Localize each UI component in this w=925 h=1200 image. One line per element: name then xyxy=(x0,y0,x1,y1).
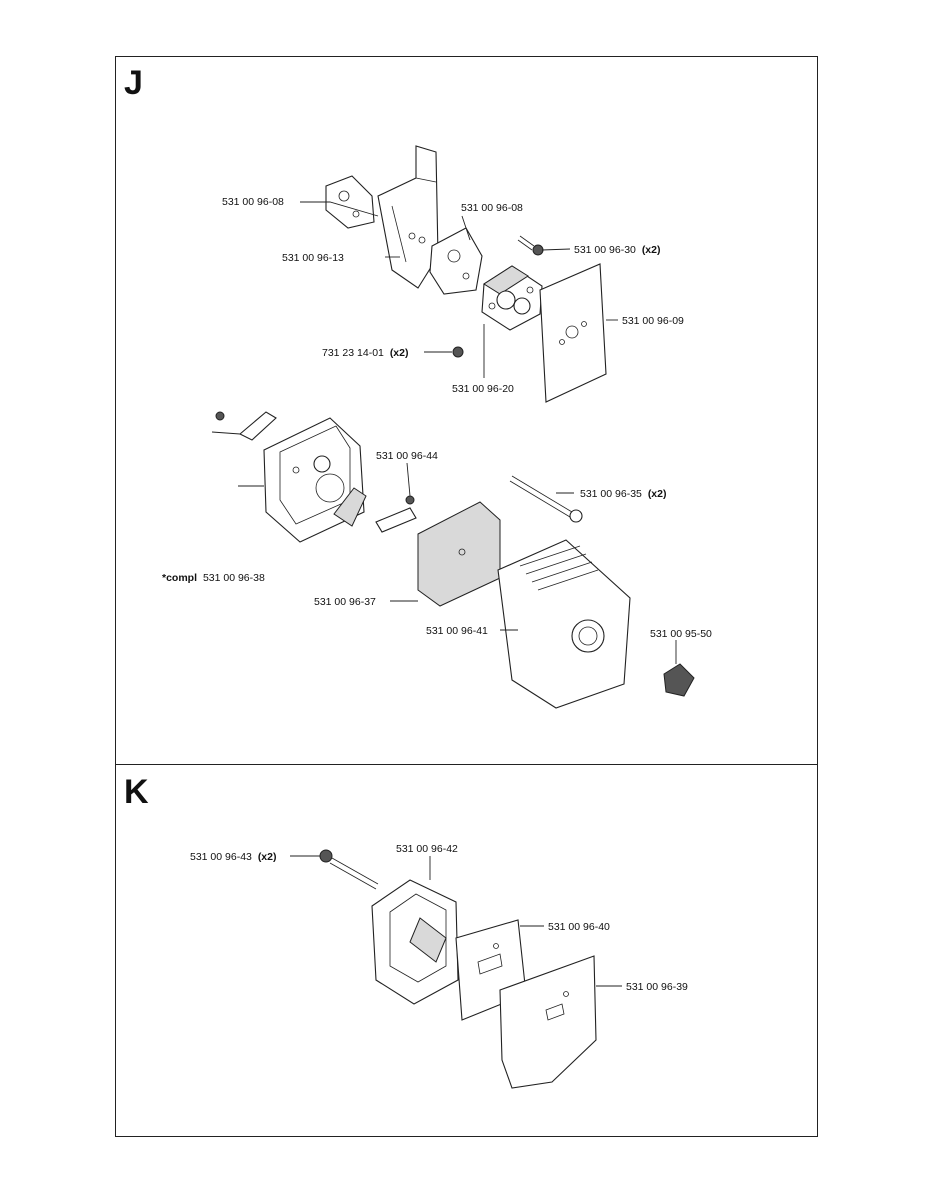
label-knob: 531 00 95-50 xyxy=(650,628,712,640)
label-screw-b-number: 731 23 14-01 xyxy=(322,347,384,359)
bracket-part xyxy=(375,495,417,533)
filter-element-part xyxy=(417,501,501,607)
knob-part xyxy=(663,663,695,697)
labels-k: 531 00 96-43 (x2) 531 00 96-42 531 00 96… xyxy=(190,843,688,993)
label-gasket-left: 531 00 96-08 xyxy=(222,196,284,208)
section-letter-j: J xyxy=(124,64,143,102)
section-k-drawing xyxy=(290,849,622,1089)
small-screw-part xyxy=(452,346,464,358)
label-k-shield: 531 00 96-39 xyxy=(626,981,688,993)
label-muffler: 531 00 96-42 xyxy=(396,843,458,855)
label-screw-a-qty: (x2) xyxy=(642,244,661,256)
label-cover: 531 00 96-41 xyxy=(426,625,488,637)
label-adapter: 531 00 96-20 xyxy=(452,383,514,395)
section-j-drawing xyxy=(211,145,695,709)
screw-top-part xyxy=(517,235,544,256)
label-compl-number: 531 00 96-38 xyxy=(203,572,265,584)
page-frame xyxy=(115,56,818,1137)
label-screw-a-number: 531 00 96-30 xyxy=(574,244,636,256)
label-heat-shield: 531 00 96-13 xyxy=(282,252,344,264)
label-compl-prefix: *compl xyxy=(162,572,197,584)
label-plate: 531 00 96-09 xyxy=(622,315,684,327)
label-k-bolt: 531 00 96-43 (x2) xyxy=(190,851,277,863)
label-long-bolt-number: 531 00 96-35 xyxy=(580,488,642,500)
leader-lines-j xyxy=(211,201,677,664)
long-bolt-part xyxy=(509,475,583,523)
label-filter: 531 00 96-37 xyxy=(314,596,376,608)
adapter-part xyxy=(481,265,543,331)
leader-lines-k xyxy=(290,855,622,987)
section-letter-k: K xyxy=(124,773,149,811)
label-k-bolt-qty: (x2) xyxy=(258,851,277,863)
heat-shield-part xyxy=(377,145,439,289)
label-compl: *compl 531 00 96-38 xyxy=(162,572,265,584)
choke-lever-part xyxy=(215,411,277,441)
label-k-gasket: 531 00 96-40 xyxy=(548,921,610,933)
label-k-bolt-number: 531 00 96-43 xyxy=(190,851,252,863)
label-screw-b: 731 23 14-01 (x2) xyxy=(322,347,409,359)
label-long-bolt: 531 00 96-35 (x2) xyxy=(580,488,667,500)
label-bracket: 531 00 96-44 xyxy=(376,450,438,462)
label-screw-a: 531 00 96-30 (x2) xyxy=(574,244,661,256)
section-divider xyxy=(115,764,818,765)
muffler-part xyxy=(371,879,459,1005)
plate-part xyxy=(539,263,607,403)
throttle-lever-part xyxy=(333,487,367,527)
k-bolt-part xyxy=(319,849,379,890)
label-long-bolt-qty: (x2) xyxy=(648,488,667,500)
cover-part xyxy=(497,539,631,709)
labels-j: 531 00 96-08 531 00 96-08 531 00 96-13 5… xyxy=(162,196,712,640)
k-shield-part xyxy=(499,955,597,1089)
gasket-left-part xyxy=(325,175,375,229)
label-gasket-right: 531 00 96-08 xyxy=(461,202,523,214)
label-screw-b-qty: (x2) xyxy=(390,347,409,359)
